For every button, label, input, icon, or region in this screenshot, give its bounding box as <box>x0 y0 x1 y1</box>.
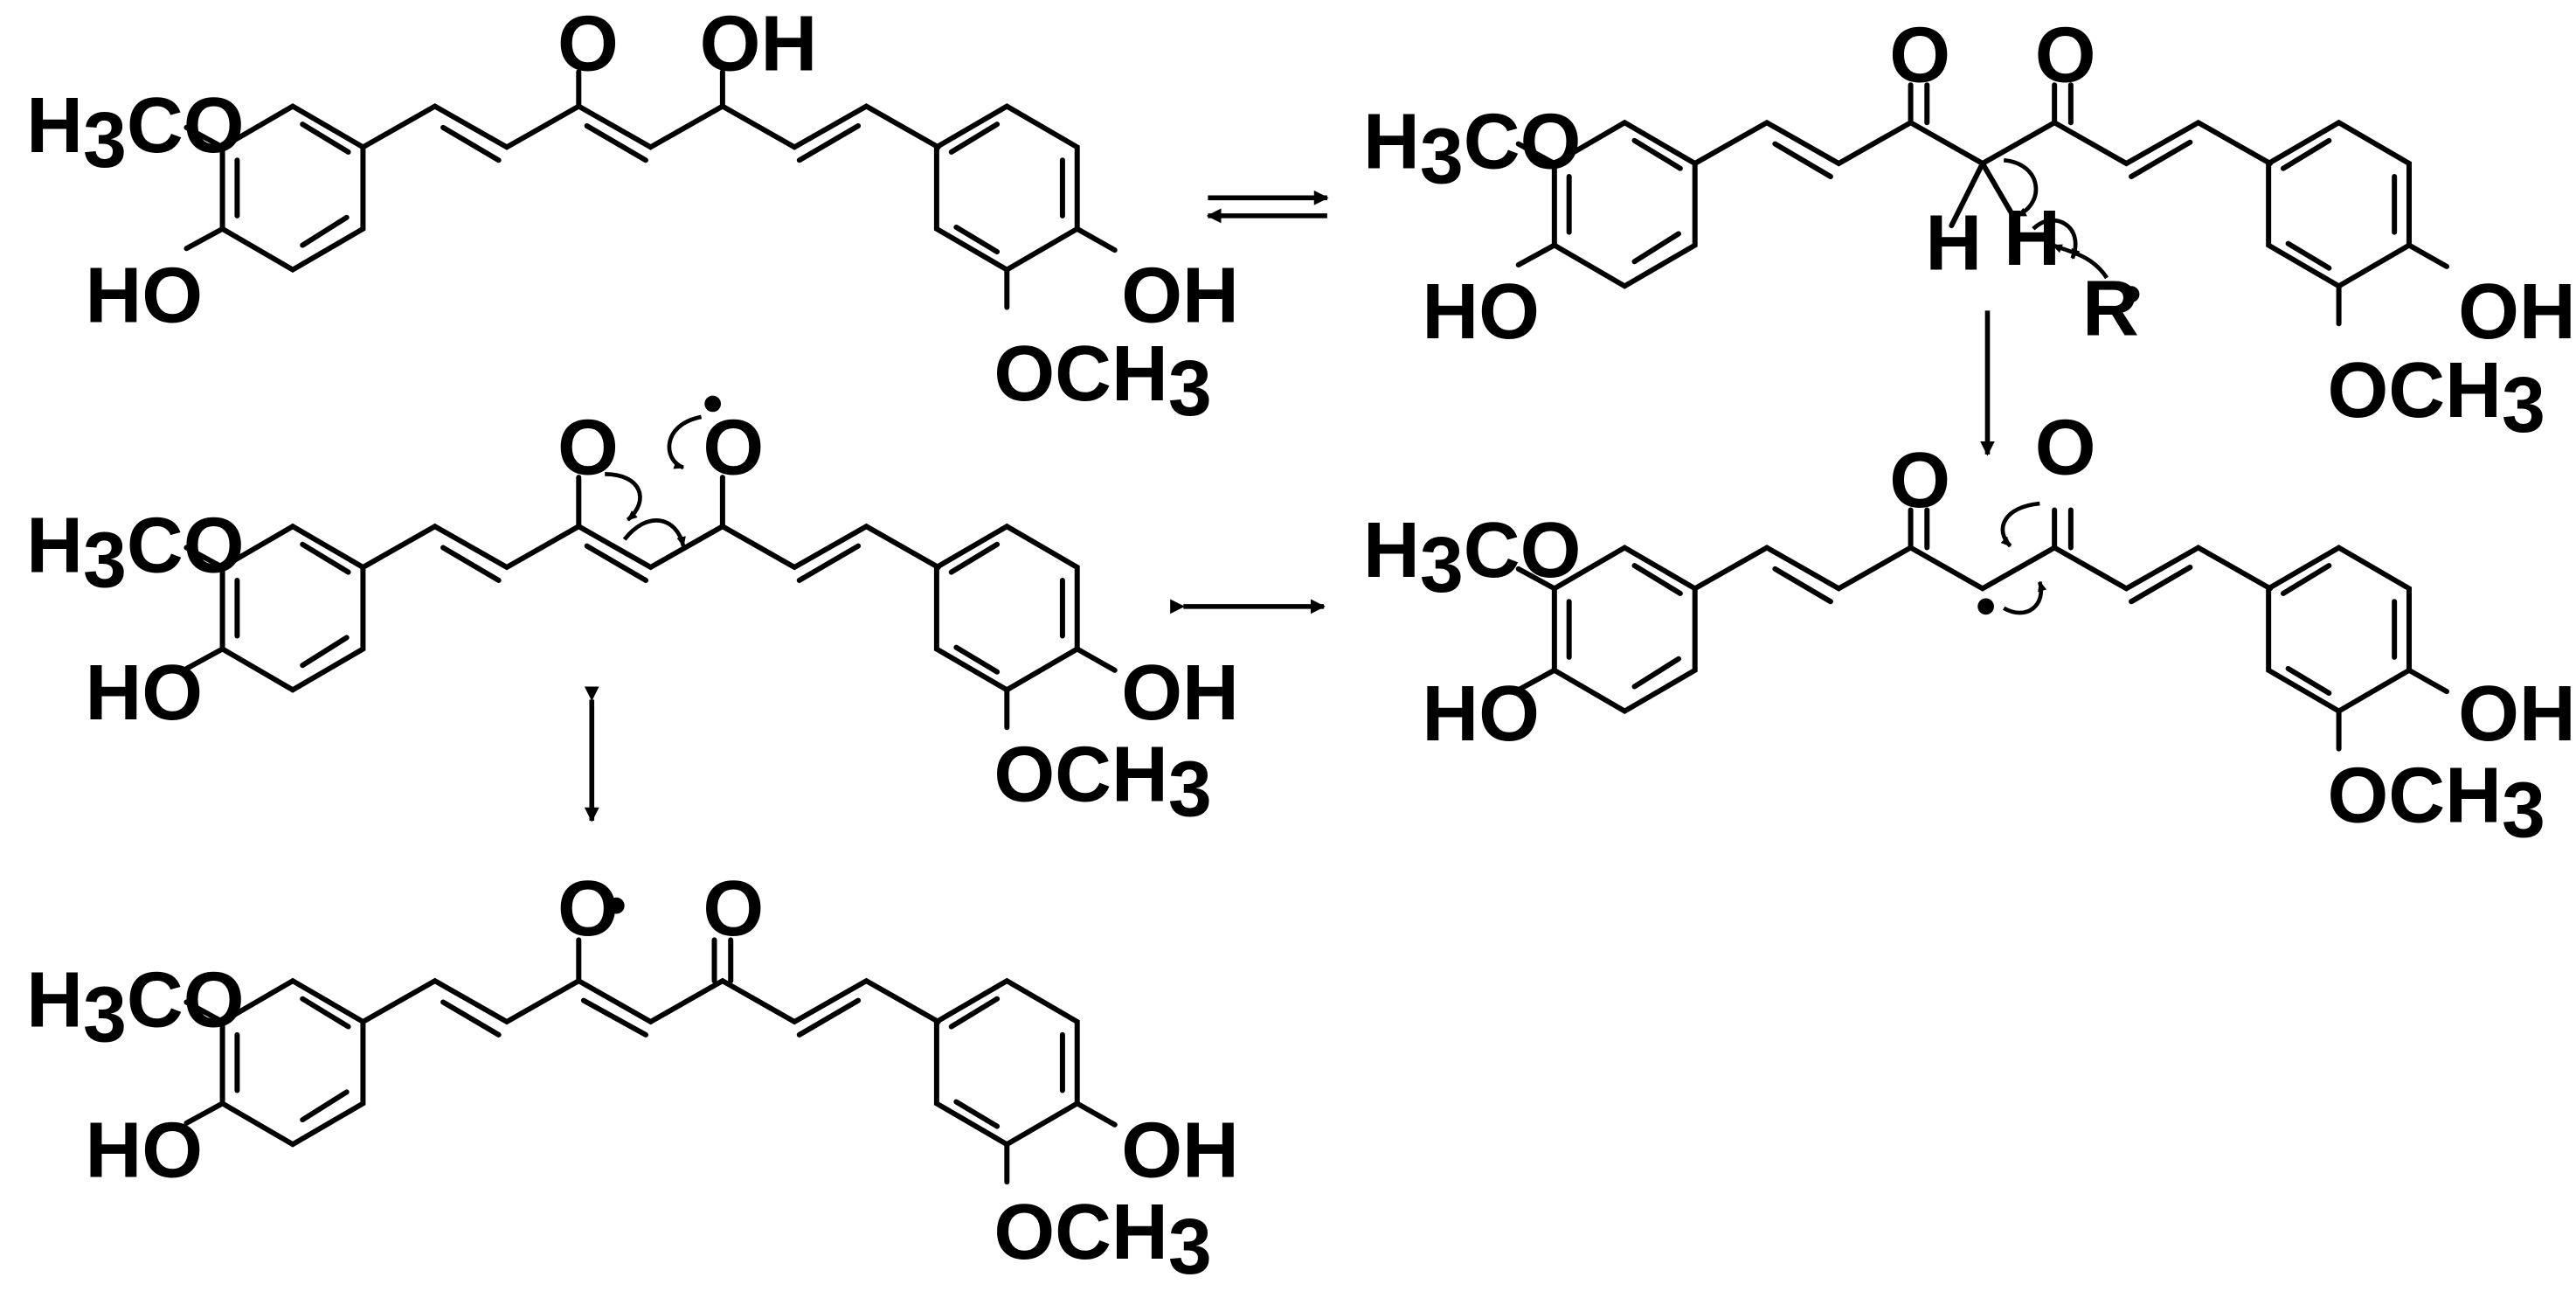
equilibrium-arrow <box>1206 190 1329 224</box>
hydroxyl-label: HO <box>85 252 203 339</box>
carbon-radical-labels: H3CO HO O O OH OCH3 <box>1363 404 2576 854</box>
right-aryl-ring <box>2266 545 2413 715</box>
keto-enol-structure <box>184 69 1118 310</box>
hydroxyl-label: HO <box>1422 670 1540 758</box>
phenoxy-radical-structure <box>184 475 1118 731</box>
enol-hydroxyl-label: OH <box>700 0 818 87</box>
keto-enol-labels: H3CO HO O OH OH OCH3 <box>26 0 1239 433</box>
radical-dot <box>607 897 625 914</box>
hydroxyl-label: OH <box>1121 649 1239 737</box>
radical-dot <box>704 395 722 413</box>
radical-oxygen-label: O <box>557 865 619 953</box>
phenoxy-radical-labels: H3CO HO O O OH OCH3 <box>26 395 1239 833</box>
hydroxyl-label: HO <box>85 649 203 737</box>
hydrogen-label: H <box>2004 195 2060 282</box>
electron-push-arrows <box>605 414 703 547</box>
hydrogen-abstraction-arrows <box>2003 157 2109 280</box>
right-aryl-ring <box>933 523 1080 693</box>
methoxy-label: OCH3 <box>2327 347 2545 449</box>
hydrogen-label: H <box>1925 200 1982 288</box>
ketone-oxygen-label: O <box>557 0 619 87</box>
diketo-structure <box>1515 82 2450 327</box>
radical-group-label: R <box>2082 265 2139 352</box>
hydroxyl-label: HO <box>85 1107 203 1195</box>
methoxy-label: OCH3 <box>994 731 1211 833</box>
radical-oxygen-label: O <box>703 404 764 491</box>
methoxy-label: H3CO <box>1363 99 1581 201</box>
ketone-oxygen-label: O <box>2035 404 2096 491</box>
ketone-oxygen-label: O <box>703 865 764 953</box>
ketone-oxygen-label: O <box>1889 437 1950 524</box>
methoxy-label: OCH3 <box>994 330 1211 433</box>
ketone-oxygen-label: O <box>557 404 619 491</box>
right-aryl-ring <box>933 977 1080 1148</box>
ketone-oxygen-label: O <box>2035 12 2096 100</box>
phenoxy-radical-left-structure <box>184 937 1118 1185</box>
right-aryl-ring <box>2266 119 2413 289</box>
right-aryl-ring <box>933 103 1080 274</box>
hydroxyl-label: OH <box>2458 268 2576 356</box>
ketone-oxygen-label: O <box>1889 12 1950 100</box>
methoxy-label: OCH3 <box>2327 753 2545 855</box>
radical-dot <box>1977 598 1994 615</box>
hydroxyl-label: OH <box>1121 252 1239 339</box>
electron-push-arrows <box>2000 501 2047 615</box>
hydroxyl-label: OH <box>2458 670 2576 758</box>
diketo-labels: H3CO HO O O H H R OH OCH3 <box>1363 12 2576 449</box>
methoxy-label: H3CO <box>26 503 244 605</box>
phenoxy-radical-left-labels: H3CO HO O O OH OCH3 <box>26 865 1239 1291</box>
hydroxyl-label: OH <box>1121 1107 1239 1195</box>
methoxy-label: H3CO <box>26 82 244 184</box>
methoxy-label: H3CO <box>26 957 244 1059</box>
hydroxyl-label: HO <box>1422 268 1540 356</box>
carbon-radical-structure <box>1515 507 2450 752</box>
methoxy-label: OCH3 <box>994 1189 1211 1291</box>
radical-dot <box>2122 286 2140 303</box>
methoxy-label: H3CO <box>1363 507 1581 609</box>
